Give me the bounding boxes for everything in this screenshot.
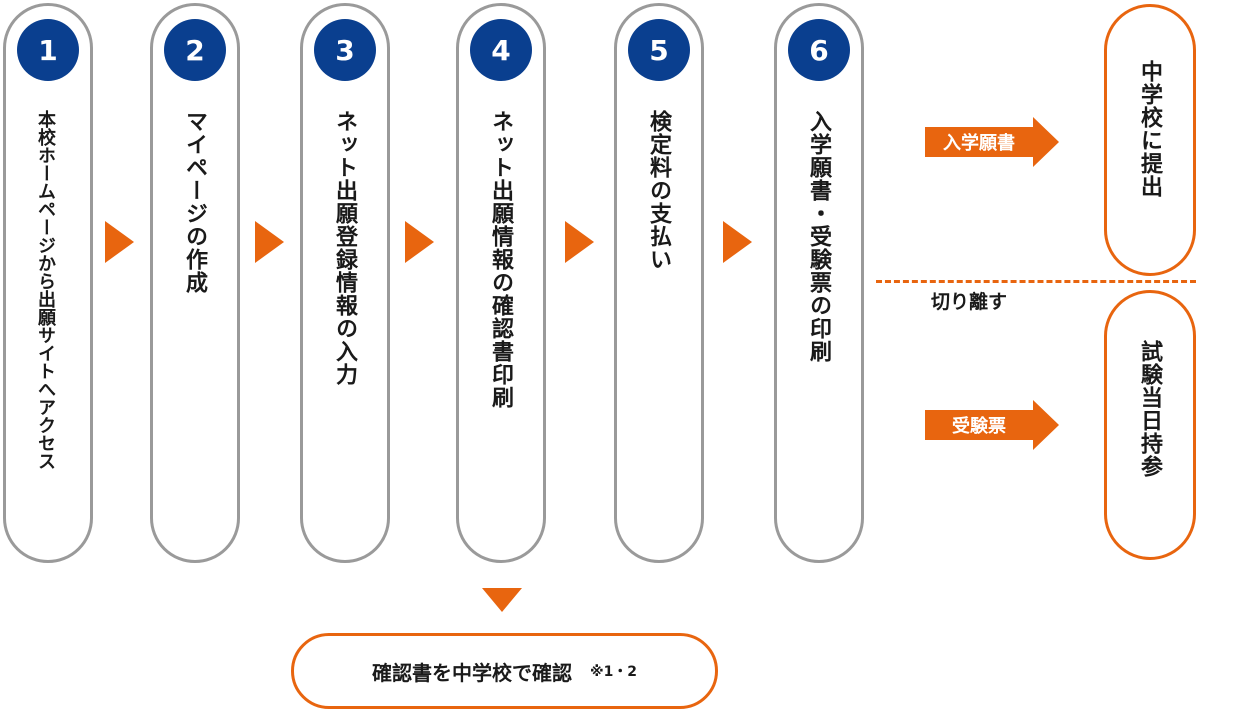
application-tag: 入学願書: [925, 117, 1059, 167]
arrow-2-3: [255, 221, 284, 263]
step-1-number: 1: [17, 19, 79, 81]
step-6-number: 6: [788, 19, 850, 81]
step-2-number: 2: [164, 19, 226, 81]
cut-line-label: 切り離す: [931, 291, 1008, 313]
bring-on-exam-day-text: 試験当日持参: [1137, 340, 1162, 478]
step-4-text: ネット出願情報の確認書印刷: [488, 110, 513, 409]
exam-ticket-tag: 受験票: [925, 400, 1059, 450]
application-tag-label: 入学願書: [925, 127, 1033, 157]
confirmation-content: 確認書を中学校で確認 ※1・2: [291, 633, 718, 709]
cut-line: [876, 280, 1196, 283]
arrow-down-to-confirmation: [482, 588, 522, 612]
confirmation-pill: [291, 633, 718, 709]
step-5-number: 5: [628, 19, 690, 81]
step-1-text: 本校ホームページから出願サイトへアクセス: [35, 110, 56, 470]
submit-to-school-text: 中学校に提出: [1137, 60, 1162, 198]
step-3-pill: [300, 3, 390, 563]
arrow-5-6: [723, 221, 752, 263]
bring-on-exam-day-pill: [1104, 290, 1196, 560]
arrow-1-2: [105, 221, 134, 263]
arrow-4-5: [565, 221, 594, 263]
step-4-number: 4: [470, 19, 532, 81]
confirmation-note: ※1・2: [589, 664, 638, 680]
exam-ticket-tag-label: 受験票: [925, 410, 1033, 440]
step-2-text: マイページの作成: [182, 110, 207, 294]
confirmation-text: 確認書を中学校で確認: [371, 660, 572, 685]
application-tag-arrowhead: [1033, 117, 1059, 167]
exam-ticket-tag-arrowhead: [1033, 400, 1059, 450]
submit-to-school-pill: [1104, 4, 1196, 276]
step-6-pill: [774, 3, 864, 563]
step-2-pill: [150, 3, 240, 563]
step-5-text: 検定料の支払い: [646, 110, 671, 271]
step-6-text: 入学願書・受験票の印刷: [806, 110, 831, 363]
step-1-pill: [3, 3, 93, 563]
step-5-pill: [614, 3, 704, 563]
step-3-text: ネット出願登録情報の入力: [332, 110, 357, 386]
step-4-pill: [456, 3, 546, 563]
arrow-3-4: [405, 221, 434, 263]
step-3-number: 3: [314, 19, 376, 81]
